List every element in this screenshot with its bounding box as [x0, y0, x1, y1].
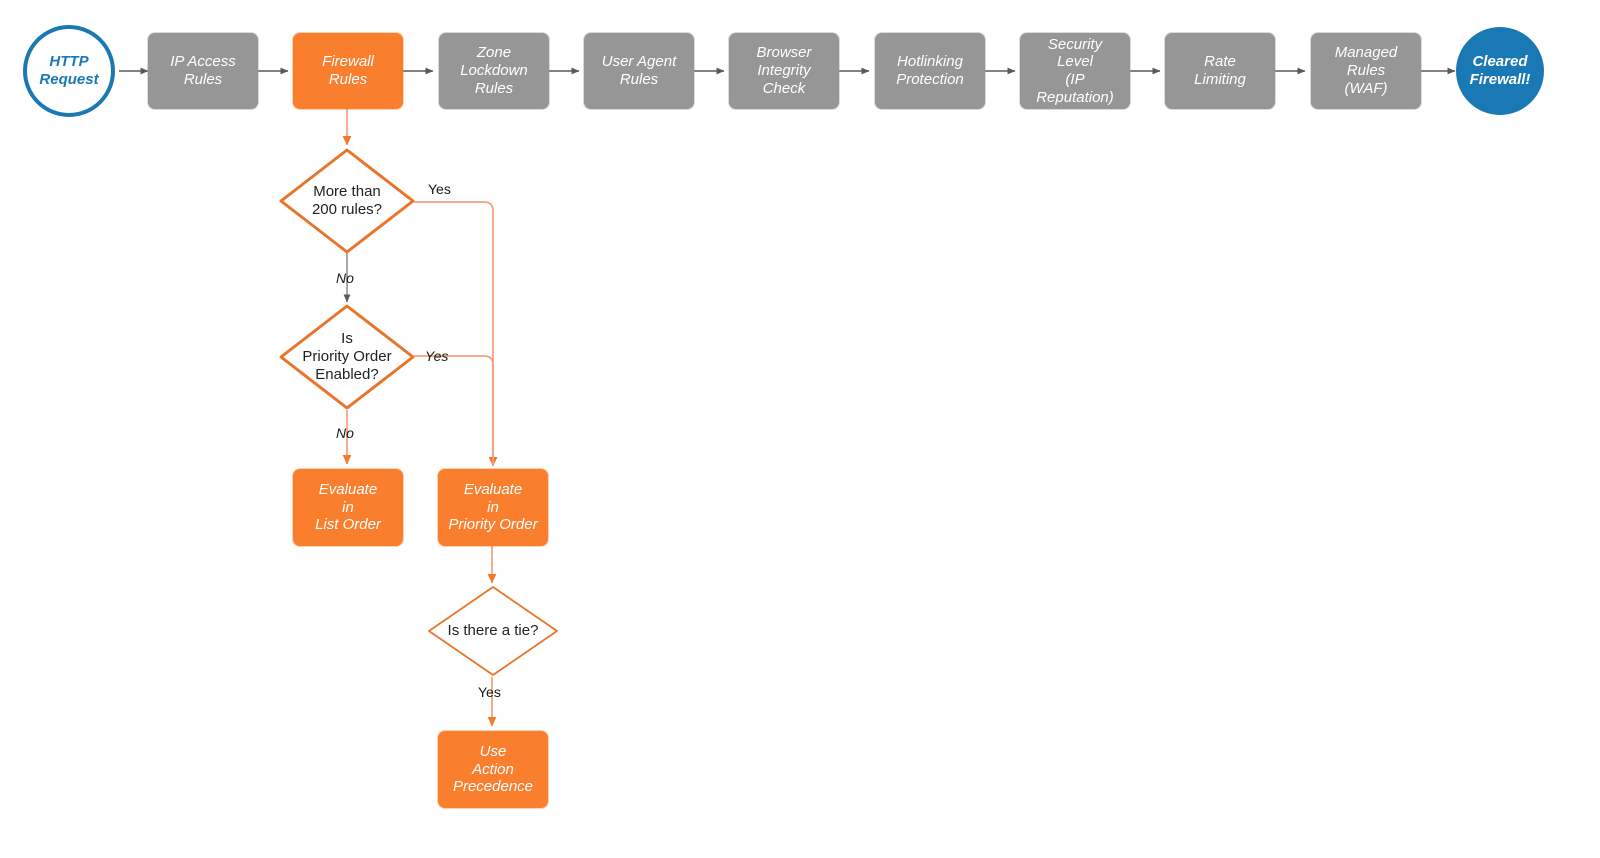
node-http-request[interactable]: HTTP Request	[23, 25, 115, 117]
node-user-agent-rules[interactable]: User Agent Rules	[584, 33, 694, 109]
edge-label-no-1: No	[336, 270, 354, 286]
decision-is-there-a-tie[interactable]: Is there a tie?	[426, 584, 560, 678]
node-managed-rules-waf[interactable]: Managed Rules (WAF)	[1311, 33, 1421, 109]
edge-label-yes-1: Yes	[428, 181, 451, 197]
decision-1-label: More than 200 rules?	[311, 183, 383, 218]
decision-2-shape	[279, 304, 415, 410]
edge-decision-2-yes	[414, 355, 494, 466]
node-rate-limiting[interactable]: Rate Limiting	[1165, 33, 1275, 109]
edge-decision-1-yes	[414, 201, 498, 467]
node-cleared-firewall[interactable]: Cleared Firewall!	[1456, 27, 1544, 115]
decision-1-shape	[279, 148, 415, 254]
node-ip-access-rules[interactable]: IP Access Rules	[148, 33, 258, 109]
node-evaluate-in-list-order[interactable]: Evaluate in List Order	[293, 469, 403, 546]
edge-label-yes-3: Yes	[478, 684, 501, 700]
node-use-action-precedence[interactable]: Use Action Precedence	[438, 731, 548, 808]
node-firewall-rules[interactable]: Firewall Rules	[293, 33, 403, 109]
node-hotlinking-protection[interactable]: Hotlinking Protection	[875, 33, 985, 109]
node-zone-lockdown-rules[interactable]: Zone Lockdown Rules	[439, 33, 549, 109]
node-evaluate-in-priority-order[interactable]: Evaluate in Priority Order	[438, 469, 548, 546]
decision-2-label: Is Priority Order Enabled?	[302, 330, 392, 383]
node-browser-integrity-check[interactable]: Browser Integrity Check	[729, 33, 839, 109]
node-security-level[interactable]: Security Level (IP Reputation)	[1020, 33, 1130, 109]
decision-more-than-200-rules[interactable]: More than 200 rules?	[277, 146, 417, 256]
decision-is-priority-order-enabled[interactable]: Is Priority Order Enabled?	[277, 302, 417, 412]
edge-label-no-2: No	[336, 425, 354, 441]
decision-3-shape	[428, 586, 558, 676]
edge-label-yes-2: Yes	[425, 348, 449, 364]
decision-3-label: Is there a tie?	[447, 622, 539, 639]
